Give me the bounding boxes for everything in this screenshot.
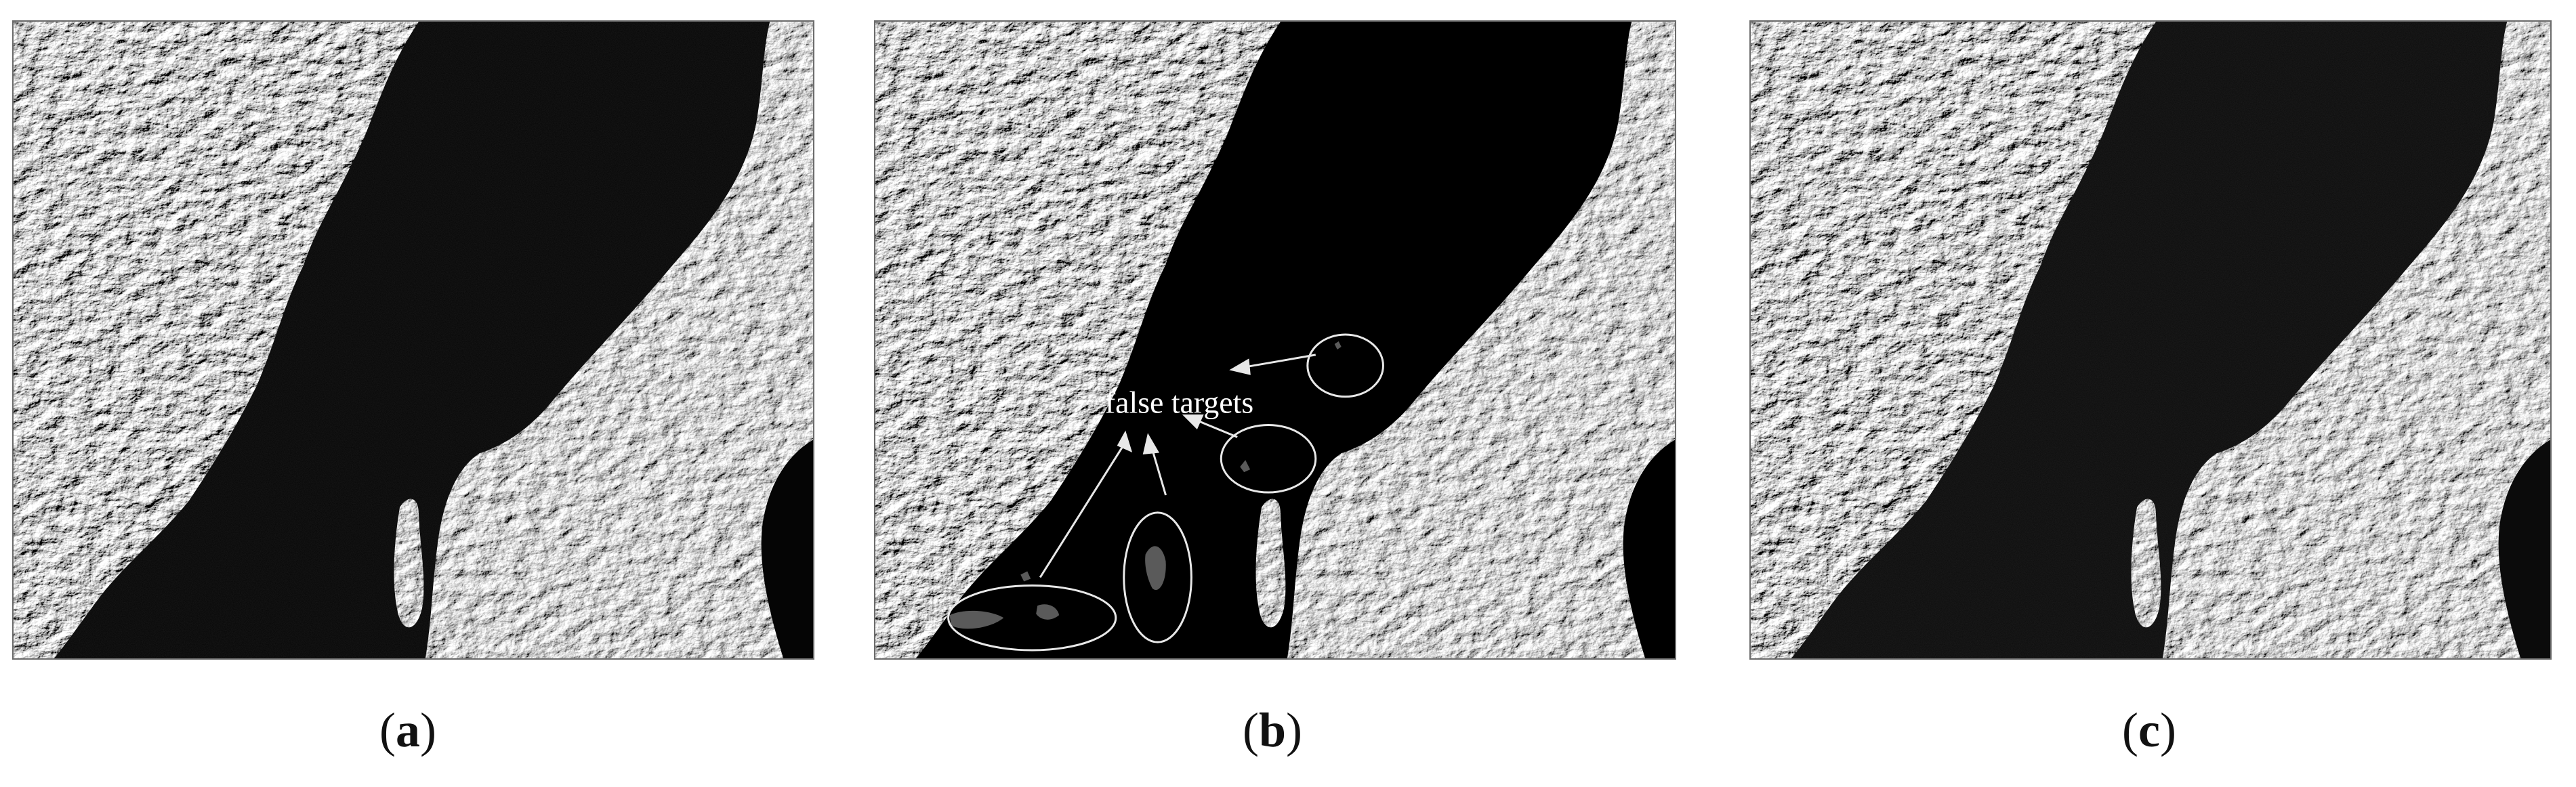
sar-image-a-canvas bbox=[14, 22, 813, 658]
caption-b: (b) bbox=[1243, 703, 1303, 757]
sar-image-a bbox=[12, 20, 814, 660]
arrow-line-3 bbox=[1197, 420, 1238, 438]
peninsula bbox=[1255, 498, 1286, 628]
caption-c: (c) bbox=[2122, 703, 2176, 757]
ellipse-top-right bbox=[1306, 333, 1384, 398]
ellipse-bottom-left bbox=[947, 584, 1117, 652]
false-target-specks bbox=[949, 341, 1342, 629]
caption-c-letter: c bbox=[2138, 703, 2160, 757]
arrow-line-1 bbox=[1039, 442, 1127, 578]
arrow-head-1 bbox=[1117, 430, 1133, 453]
arrow-head-2 bbox=[1142, 433, 1160, 454]
peninsula bbox=[394, 498, 424, 628]
caption-a-letter: a bbox=[395, 703, 420, 757]
sar-image-c-canvas bbox=[1751, 22, 2550, 658]
ellipse-bottom-middle bbox=[1123, 511, 1192, 643]
caption-b-letter: b bbox=[1258, 703, 1287, 757]
sar-image-b-canvas: false targets bbox=[875, 22, 1675, 658]
sar-image-b: false targets bbox=[874, 20, 1676, 660]
false-targets-label: false targets bbox=[1105, 385, 1253, 420]
peninsula bbox=[2131, 498, 2161, 628]
arrow-line-4 bbox=[1245, 354, 1316, 368]
caption-a: (a) bbox=[379, 703, 436, 757]
ellipse-middle-right bbox=[1220, 423, 1317, 494]
arrow-line-2 bbox=[1151, 448, 1167, 496]
arrow-head-3 bbox=[1182, 414, 1204, 430]
arrow-head-4 bbox=[1229, 358, 1251, 375]
sar-image-c bbox=[1749, 20, 2552, 660]
false-target-ellipses bbox=[947, 333, 1384, 652]
annotation-arrows bbox=[1039, 354, 1316, 578]
